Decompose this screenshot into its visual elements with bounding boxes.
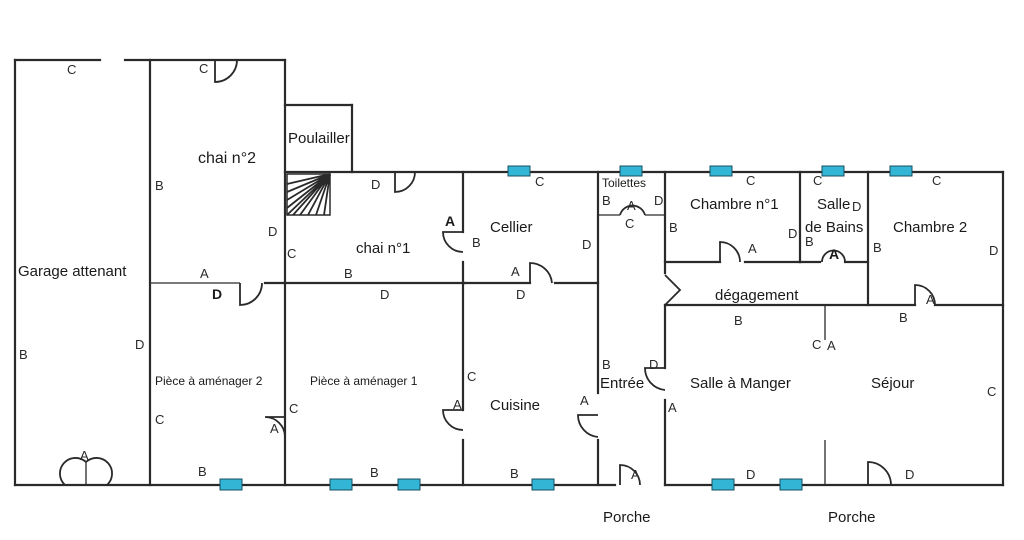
window	[709, 165, 733, 177]
wall-label: D	[135, 337, 144, 352]
window	[397, 478, 421, 491]
window	[219, 478, 243, 491]
wall-label: B	[899, 310, 908, 325]
staircase-icon	[286, 173, 331, 216]
porch-label-2: Porche	[828, 509, 876, 526]
wall-label: B	[19, 347, 28, 362]
wall-label: B	[873, 240, 882, 255]
wall-label: A	[270, 421, 279, 436]
wall-label: D	[516, 287, 525, 302]
wall-label: C	[746, 173, 755, 188]
room-cuisine: Cuisine	[490, 397, 540, 414]
wall-label: B	[198, 464, 207, 479]
wall-label: C	[199, 61, 208, 76]
wall-label: B	[805, 234, 814, 249]
wall-label: C	[813, 173, 822, 188]
wall-label: C	[625, 216, 634, 231]
window	[821, 165, 845, 177]
wall-label: C	[535, 174, 544, 189]
room-entree: Entrée	[600, 375, 644, 392]
wall-label: C	[467, 369, 476, 384]
wall-label: D	[649, 357, 658, 372]
room-chai1: chai n°1	[356, 240, 410, 257]
wall-label: A	[511, 264, 520, 279]
porch-label-1: Porche	[603, 509, 651, 526]
room-chambre2: Chambre 2	[893, 219, 967, 236]
room-degagement: dégagement	[715, 287, 799, 304]
wall-label: B	[472, 235, 481, 250]
wall-label: D	[582, 237, 591, 252]
wall-label: A	[453, 397, 462, 412]
wall-label: D	[212, 286, 222, 302]
wall-label: C	[287, 246, 296, 261]
wall-label: D	[989, 243, 998, 258]
window	[531, 478, 555, 491]
window	[329, 478, 353, 491]
wall-label: A	[748, 241, 757, 256]
window	[619, 165, 643, 177]
wall-label: A	[445, 213, 455, 229]
window	[507, 165, 531, 177]
room-salle-manger: Salle à Manger	[690, 375, 791, 392]
window	[889, 165, 913, 177]
room-piece1: Pièce à aménager 1	[310, 374, 418, 388]
wall-label: B	[510, 466, 519, 481]
room-toilettes: Toilettes	[602, 176, 646, 190]
room-cellier: Cellier	[490, 219, 533, 236]
room-sejour: Séjour	[871, 375, 914, 392]
wall-label: D	[746, 467, 755, 482]
doors	[59, 59, 936, 486]
wall-label: A	[631, 467, 640, 482]
room-poulailler: Poulailler	[288, 130, 350, 147]
room-garage: Garage attenant	[18, 263, 127, 280]
wall-label: B	[602, 357, 611, 372]
room-salle-bains-line1: Salle	[817, 196, 850, 213]
room-labels: Garage attenant chai n°2 Poulailler chai…	[18, 130, 967, 526]
wall-label: A	[829, 246, 839, 262]
wall-label: A	[580, 393, 589, 408]
wall-label: A	[200, 266, 209, 281]
wall-label: D	[371, 177, 380, 192]
wall-label: B	[734, 313, 743, 328]
wall-label: A	[668, 400, 677, 415]
wall-label: B	[344, 266, 353, 281]
wall-label: A	[627, 198, 636, 213]
room-chai2: chai n°2	[198, 150, 256, 167]
wall-label: B	[155, 178, 164, 193]
wall-label: D	[380, 287, 389, 302]
wall-label: C	[155, 412, 164, 427]
wall-label: D	[654, 193, 663, 208]
room-salle-bains-line2: de Bains	[805, 219, 863, 236]
wall-label: C	[932, 173, 941, 188]
windows	[219, 165, 913, 491]
window	[711, 478, 735, 491]
wall-label: D	[788, 226, 797, 241]
wall-label: C	[987, 384, 996, 399]
room-piece2: Pièce à aménager 2	[155, 374, 263, 388]
wall-label: A	[926, 292, 935, 307]
wall-label: D	[905, 467, 914, 482]
wall-label: A	[827, 338, 836, 353]
wall-label: B	[669, 220, 678, 235]
wall-label: B	[602, 193, 611, 208]
wall-label: D	[268, 224, 277, 239]
wall-label: C	[67, 62, 76, 77]
wall-label: B	[370, 465, 379, 480]
wall-label: C	[812, 337, 821, 352]
window	[779, 478, 803, 491]
wall-label: A	[80, 448, 89, 463]
wall-label: C	[289, 401, 298, 416]
room-chambre1: Chambre n°1	[690, 196, 779, 213]
wall-letter-labels: C C B D C A D D B D A B C D A D B A D C …	[19, 61, 998, 482]
wall-label: D	[852, 199, 861, 214]
